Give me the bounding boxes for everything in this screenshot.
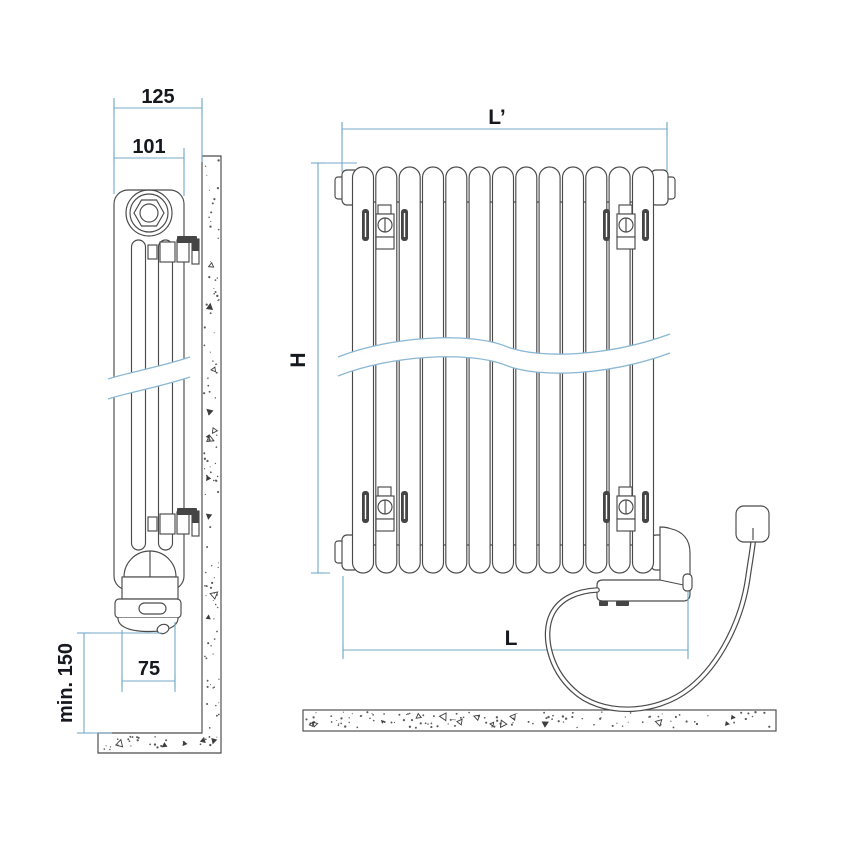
- radiator-side: [107, 189, 200, 591]
- dimension-length-lower: L: [342, 576, 689, 659]
- dimension-depth-total: 125: [113, 86, 203, 194]
- dim-label-75: 75: [138, 658, 160, 680]
- side-break-band: [107, 356, 191, 400]
- element-display-side: [138, 602, 167, 615]
- dimension-element-width: 75: [121, 622, 176, 692]
- dim-label-101: 101: [132, 136, 165, 158]
- dimension-height: H: [287, 162, 357, 574]
- side-view: 125 101 75 min. 150: [55, 86, 222, 754]
- wall-bracket-bottom-side: [147, 508, 200, 537]
- dim-label-min150: min. 150: [55, 643, 77, 723]
- dim-label-L: L: [505, 627, 518, 650]
- power-cable: [544, 540, 756, 713]
- front-bracket: [603, 486, 649, 532]
- element-sensor-nub: [156, 623, 170, 635]
- wall-bracket-top-side: [147, 236, 200, 265]
- floor-front: [302, 709, 777, 732]
- front-column-tubes: [351, 166, 655, 574]
- dim-label-H: H: [287, 352, 310, 367]
- heating-element-side: [114, 550, 182, 635]
- dim-label-125: 125: [141, 86, 174, 108]
- wall-plug: [735, 505, 770, 543]
- element-foot: [616, 601, 629, 606]
- heating-element-front: [596, 526, 693, 606]
- concrete-hatch-floor-front: [305, 711, 771, 729]
- wall-and-floor-section: [97, 155, 222, 754]
- element-knob: [682, 573, 693, 592]
- concrete-hatch-floor-side: [103, 735, 218, 751]
- element-foot: [599, 601, 608, 606]
- dimension-depth-body: 101: [113, 136, 185, 196]
- radiator-front: [334, 166, 676, 574]
- side-tube-front: [130, 239, 147, 551]
- front-wall-brackets: [362, 204, 649, 532]
- dimension-floor-clearance: min. 150: [55, 632, 162, 734]
- dimension-length-overall: L’: [341, 106, 668, 172]
- dim-label-L-prime: L’: [488, 106, 506, 129]
- front-bracket: [603, 204, 649, 250]
- top-plug-cap: [125, 189, 173, 237]
- front-view: L’ H L: [287, 106, 777, 732]
- front-bracket: [362, 486, 408, 532]
- front-bracket: [362, 204, 408, 250]
- front-break-band: [337, 333, 671, 377]
- side-tube-back: [157, 239, 174, 551]
- concrete-hatch-wall: [203, 159, 220, 729]
